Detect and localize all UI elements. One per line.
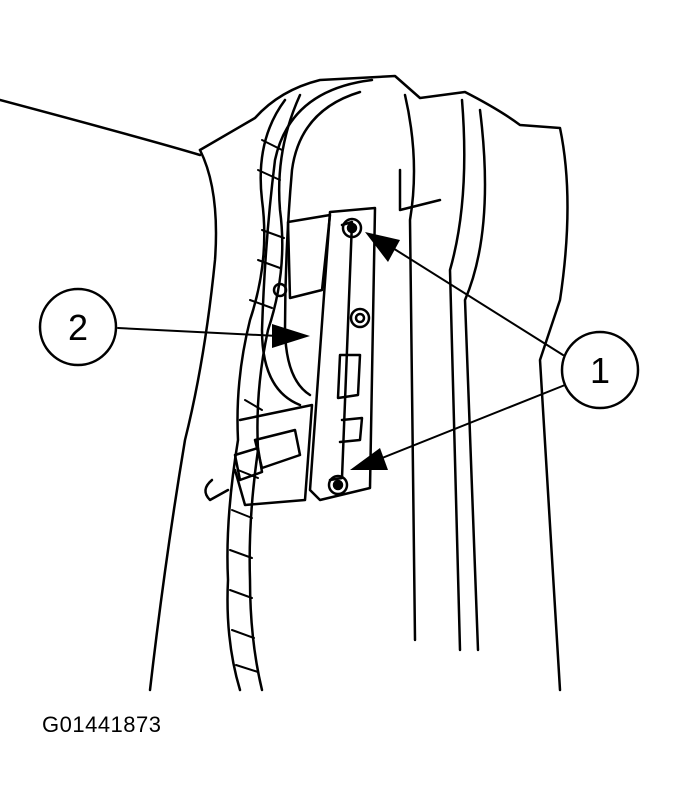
pillar-outline — [198, 74, 569, 692]
wire-harness-outer — [248, 93, 302, 692]
pillar-left-edge — [148, 148, 218, 692]
callout-1: 1 — [560, 330, 640, 410]
arrowhead-1-lower — [350, 448, 388, 470]
arrowhead-1-upper — [365, 232, 400, 262]
callout-1-label: 1 — [590, 350, 610, 391]
bracket-hook — [338, 416, 364, 444]
figure-id: G01441873 — [42, 712, 162, 737]
inner-contour-c — [463, 108, 487, 652]
trim-panel — [286, 213, 332, 300]
inner-contour-d — [398, 168, 442, 212]
leader-1-upper — [387, 244, 564, 356]
bolt-bottom — [327, 474, 349, 496]
roof-line — [0, 98, 202, 157]
callout-2: 2 — [38, 287, 118, 367]
callout-2-label: 2 — [68, 307, 88, 348]
harness-twist-marks — [229, 139, 285, 673]
lower-trim — [233, 403, 314, 507]
bolt-top — [341, 217, 363, 239]
clip-fastener — [272, 282, 288, 298]
leader-2 — [117, 327, 279, 337]
arrowhead-2 — [272, 324, 310, 348]
wire-harness — [226, 98, 287, 692]
leader-1-lower — [371, 384, 566, 463]
inner-contour-b — [448, 98, 466, 652]
connector-clip — [204, 478, 230, 502]
wire-loop-inner — [283, 90, 362, 397]
wire-loop — [260, 78, 374, 407]
inner-contour-a — [403, 93, 417, 642]
connector-plug — [233, 446, 264, 482]
bolt-middle — [349, 307, 371, 329]
connector-body — [253, 428, 302, 470]
bracket-body — [308, 206, 377, 502]
bracket-inner-edge — [328, 220, 354, 482]
bracket-slot — [336, 353, 362, 400]
